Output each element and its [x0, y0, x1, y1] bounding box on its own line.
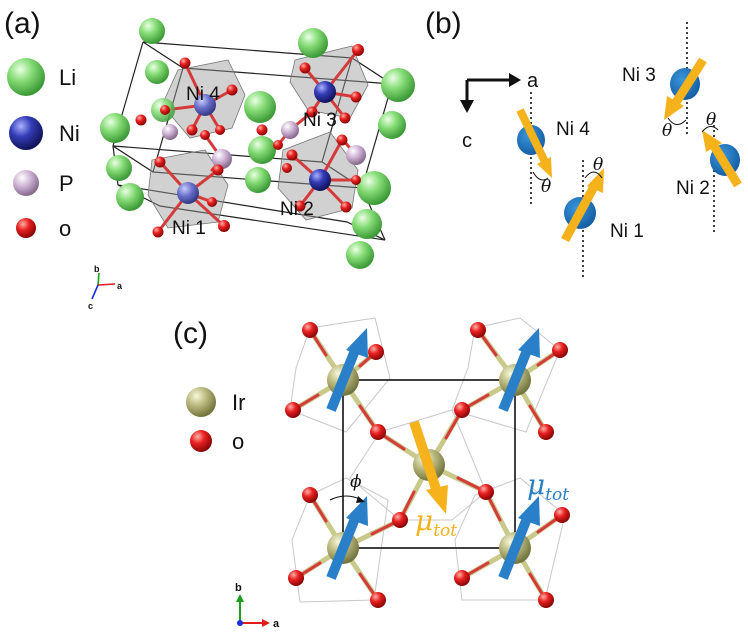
site-label-ni3-a: Ni 3 — [303, 110, 337, 131]
panel-c-label: (c) — [173, 317, 208, 350]
axes-b: a c — [460, 70, 539, 152]
spin-ni4: θ — [516, 108, 552, 197]
spin-ni1: θ — [561, 155, 604, 243]
axis-c-label-b: c — [462, 130, 472, 152]
axis-a-label-b: a — [527, 70, 539, 92]
axis-triad-a: b a c — [88, 264, 123, 311]
legend-ir-sphere — [186, 387, 216, 417]
p-atoms — [162, 121, 366, 169]
legend-ni-sphere — [9, 116, 43, 150]
legend-p-label: P — [59, 171, 74, 196]
li-atoms — [100, 18, 415, 269]
moment-yellow — [409, 420, 448, 514]
site-label-ni4-b: Ni 4 — [556, 119, 590, 140]
legend-ni-label: Ni — [59, 121, 80, 146]
axis-a-label-a: a — [117, 281, 123, 291]
phi-label: ϕ — [350, 472, 362, 492]
site-label-ni1-b: Ni 1 — [610, 221, 644, 242]
spin-ni2: θ — [701, 110, 742, 188]
mu-tot-yellow: μtot — [415, 504, 457, 541]
site-label-ni2-b: Ni 2 — [676, 178, 710, 199]
legend-c: Ir o — [186, 387, 245, 454]
axis-b-label-c: b — [235, 582, 242, 594]
theta-ni3: θ — [662, 121, 672, 141]
theta-ni4: θ — [541, 177, 551, 197]
theta-ni1: θ — [593, 155, 603, 175]
panel-c: (c) Ir o — [173, 317, 570, 630]
site-label-ni4-a: Ni 4 — [186, 84, 220, 105]
o-atoms-c — [285, 322, 570, 608]
axis-triad-c: b a — [235, 582, 280, 630]
legend-li-sphere — [7, 58, 45, 96]
phi-angle: ϕ — [329, 472, 365, 503]
site-label-ni3-b: Ni 3 — [622, 65, 656, 86]
panel-a-label: (a) — [4, 7, 41, 40]
panel-b-label: (b) — [425, 7, 462, 40]
panel-b: (b) a c θ Ni 4 — [425, 7, 742, 280]
legend-ir-label: Ir — [232, 390, 245, 415]
site-label-ni2-a: Ni 2 — [280, 199, 314, 220]
moments-blue — [326, 328, 540, 580]
panel-a: (a) Li Ni P o — [4, 7, 415, 311]
theta-ni2: θ — [706, 110, 716, 130]
legend-o-sphere — [16, 218, 36, 238]
legend-o-sphere-c — [190, 430, 212, 452]
axis-a-label-c: a — [273, 618, 280, 630]
cell-c — [342, 379, 516, 549]
legend-a: Li Ni P o — [7, 58, 80, 241]
axis-c-label-a: c — [88, 301, 93, 311]
site-label-ni1-a: Ni 1 — [172, 218, 206, 239]
o-atoms — [135, 44, 364, 238]
ni-atoms — [177, 81, 336, 204]
spin-ni3: θ — [662, 57, 707, 141]
legend-p-sphere — [13, 170, 39, 196]
legend-o-label-c: o — [232, 429, 244, 454]
legend-li-label: Li — [59, 65, 76, 90]
axis-b-label-a: b — [94, 264, 100, 274]
legend-o-label: o — [59, 216, 71, 241]
mu-tot-blue: μtot — [527, 468, 569, 505]
